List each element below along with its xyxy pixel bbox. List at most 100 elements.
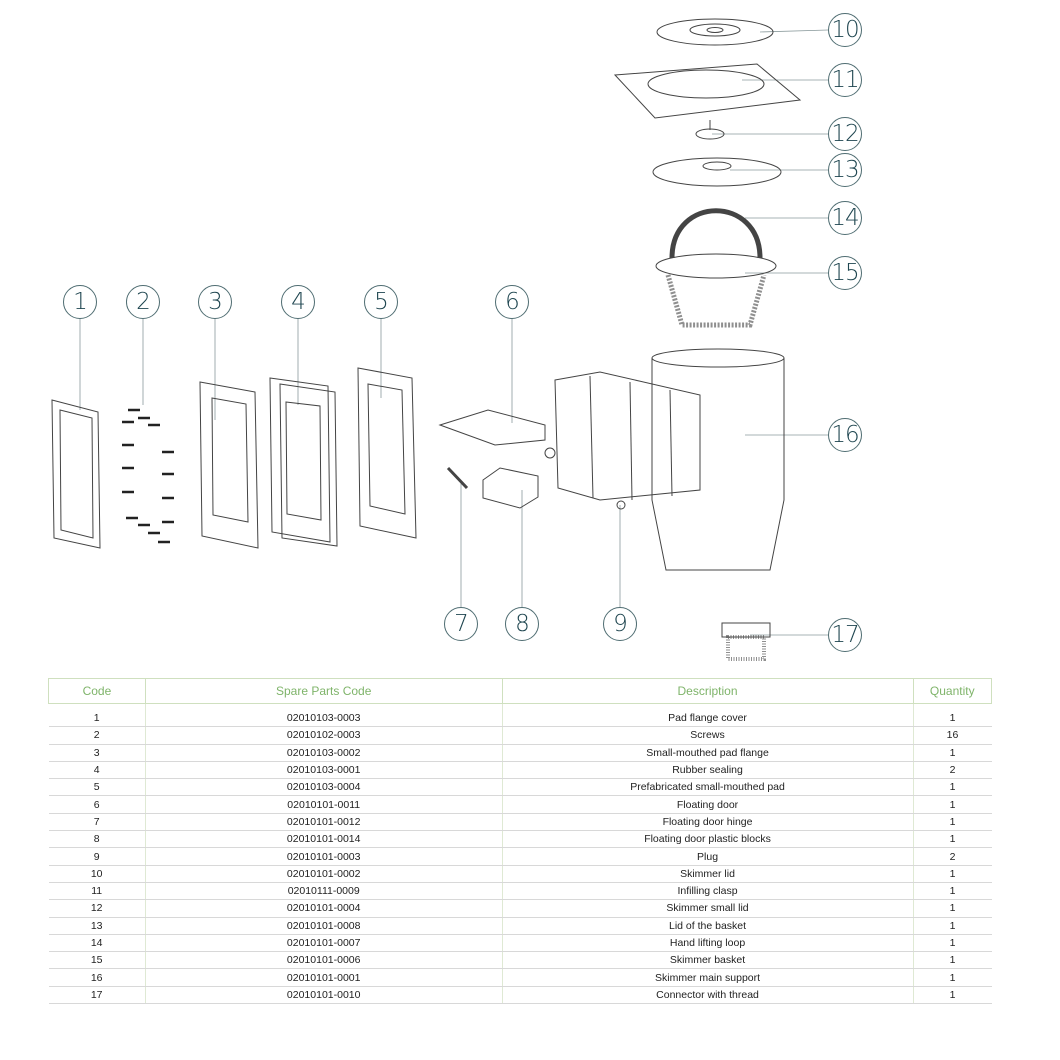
- callout-17: 17: [828, 618, 862, 652]
- part-17-connector: [721, 622, 771, 661]
- cell-quantity: 1: [912, 986, 992, 1005]
- cell-quantity: 1: [912, 968, 992, 987]
- callout-3: 3: [198, 285, 232, 319]
- cell-spare: 02010103-0001: [144, 761, 503, 780]
- part-6-floating-door: [438, 409, 546, 446]
- callout-9: 9: [603, 607, 637, 641]
- cell-code: 3: [48, 744, 146, 762]
- cell-code: 8: [48, 830, 146, 849]
- cell-spare: 02010101-0003: [144, 847, 503, 866]
- part-15-skimmer-basket: [655, 253, 777, 328]
- cell-code: 13: [48, 917, 146, 935]
- cell-quantity: 1: [912, 865, 992, 883]
- part-9-plug: [544, 447, 556, 459]
- cell-code: 5: [48, 778, 146, 797]
- cell-spare: 02010101-0001: [144, 968, 503, 987]
- cell-code: 17: [48, 986, 146, 1005]
- cell-code: 9: [48, 847, 146, 866]
- cell-code: 10: [48, 865, 146, 883]
- cell-quantity: 1: [912, 710, 992, 728]
- cell-spare: 02010101-0011: [144, 795, 503, 814]
- cell-code: 7: [48, 813, 146, 832]
- callout-6: 6: [495, 285, 529, 319]
- cell-quantity: 1: [912, 813, 992, 832]
- cell-spare: 02010103-0004: [144, 778, 503, 797]
- leader-lines: [79, 29, 829, 636]
- cell-code: 14: [48, 934, 146, 953]
- cell-description: Infilling clasp: [501, 882, 913, 901]
- header-description: Description: [501, 678, 914, 704]
- callout-5: 5: [364, 285, 398, 319]
- callout-16: 16: [828, 418, 862, 452]
- cell-spare: 02010101-0014: [144, 830, 503, 849]
- callout-15: 15: [828, 256, 862, 290]
- cell-quantity: 1: [912, 882, 992, 901]
- cell-spare: 02010102-0003: [144, 726, 503, 745]
- header-spare-parts-code: Spare Parts Code: [144, 678, 503, 704]
- callout-13: 13: [828, 153, 862, 187]
- cell-code: 12: [48, 899, 146, 918]
- part-13-basket-lid: [652, 157, 782, 187]
- cell-spare: 02010101-0002: [144, 865, 503, 883]
- cell-spare: 02010101-0007: [144, 934, 503, 953]
- part-1-pad-flange-cover: [51, 399, 101, 549]
- cell-quantity: 1: [912, 917, 992, 935]
- cell-spare: 02010101-0012: [144, 813, 503, 832]
- cell-description: Floating door: [501, 795, 913, 814]
- callout-2: 2: [126, 285, 160, 319]
- cell-description: Hand lifting loop: [501, 934, 913, 953]
- cell-description: Floating door plastic blocks: [501, 830, 913, 849]
- cell-description: Floating door hinge: [501, 813, 913, 832]
- callout-10: 10: [828, 13, 862, 47]
- cell-quantity: 2: [912, 847, 992, 866]
- callout-12: 12: [828, 117, 862, 151]
- cell-code: 16: [48, 968, 146, 987]
- cell-quantity: 2: [912, 761, 992, 780]
- callout-8: 8: [505, 607, 539, 641]
- cell-description: Pad flange cover: [501, 710, 913, 728]
- exploded-parts-diagram: [51, 18, 829, 661]
- cell-spare: 02010111-0009: [144, 882, 503, 901]
- cell-quantity: 1: [912, 744, 992, 762]
- cell-quantity: 1: [912, 899, 992, 918]
- part-10-skimmer-lid: [656, 18, 774, 46]
- cell-description: Screws: [501, 726, 913, 745]
- cell-code: 2: [48, 726, 146, 745]
- header-quantity: Quantity: [912, 678, 992, 704]
- part-2-screws: [122, 408, 174, 544]
- cell-quantity: 1: [912, 951, 992, 970]
- part-3-flange: [199, 381, 259, 549]
- cell-quantity: 1: [912, 778, 992, 797]
- cell-spare: 02010103-0002: [144, 744, 503, 762]
- part-16-skimmer-body: [554, 348, 785, 571]
- table-header: Code Spare Parts Code Description Quanti…: [48, 678, 992, 704]
- cell-spare: 02010101-0008: [144, 917, 503, 935]
- part-4-rubber-sealing: [269, 377, 338, 547]
- cell-spare: 02010101-0004: [144, 899, 503, 918]
- cell-description: Skimmer lid: [501, 865, 913, 883]
- cell-description: Skimmer main support: [501, 968, 913, 987]
- cell-spare: 02010103-0003: [144, 710, 503, 728]
- cell-code: 4: [48, 761, 146, 780]
- cell-quantity: 1: [912, 795, 992, 814]
- header-code: Code: [48, 678, 146, 704]
- part-5-prefabricated-pad: [357, 367, 417, 539]
- cell-description: Skimmer small lid: [501, 899, 913, 918]
- cell-description: Small-mouthed pad flange: [501, 744, 913, 762]
- cell-description: Prefabricated small-mouthed pad: [501, 778, 913, 797]
- part-7-hinge: [446, 466, 469, 490]
- cell-description: Lid of the basket: [501, 917, 913, 935]
